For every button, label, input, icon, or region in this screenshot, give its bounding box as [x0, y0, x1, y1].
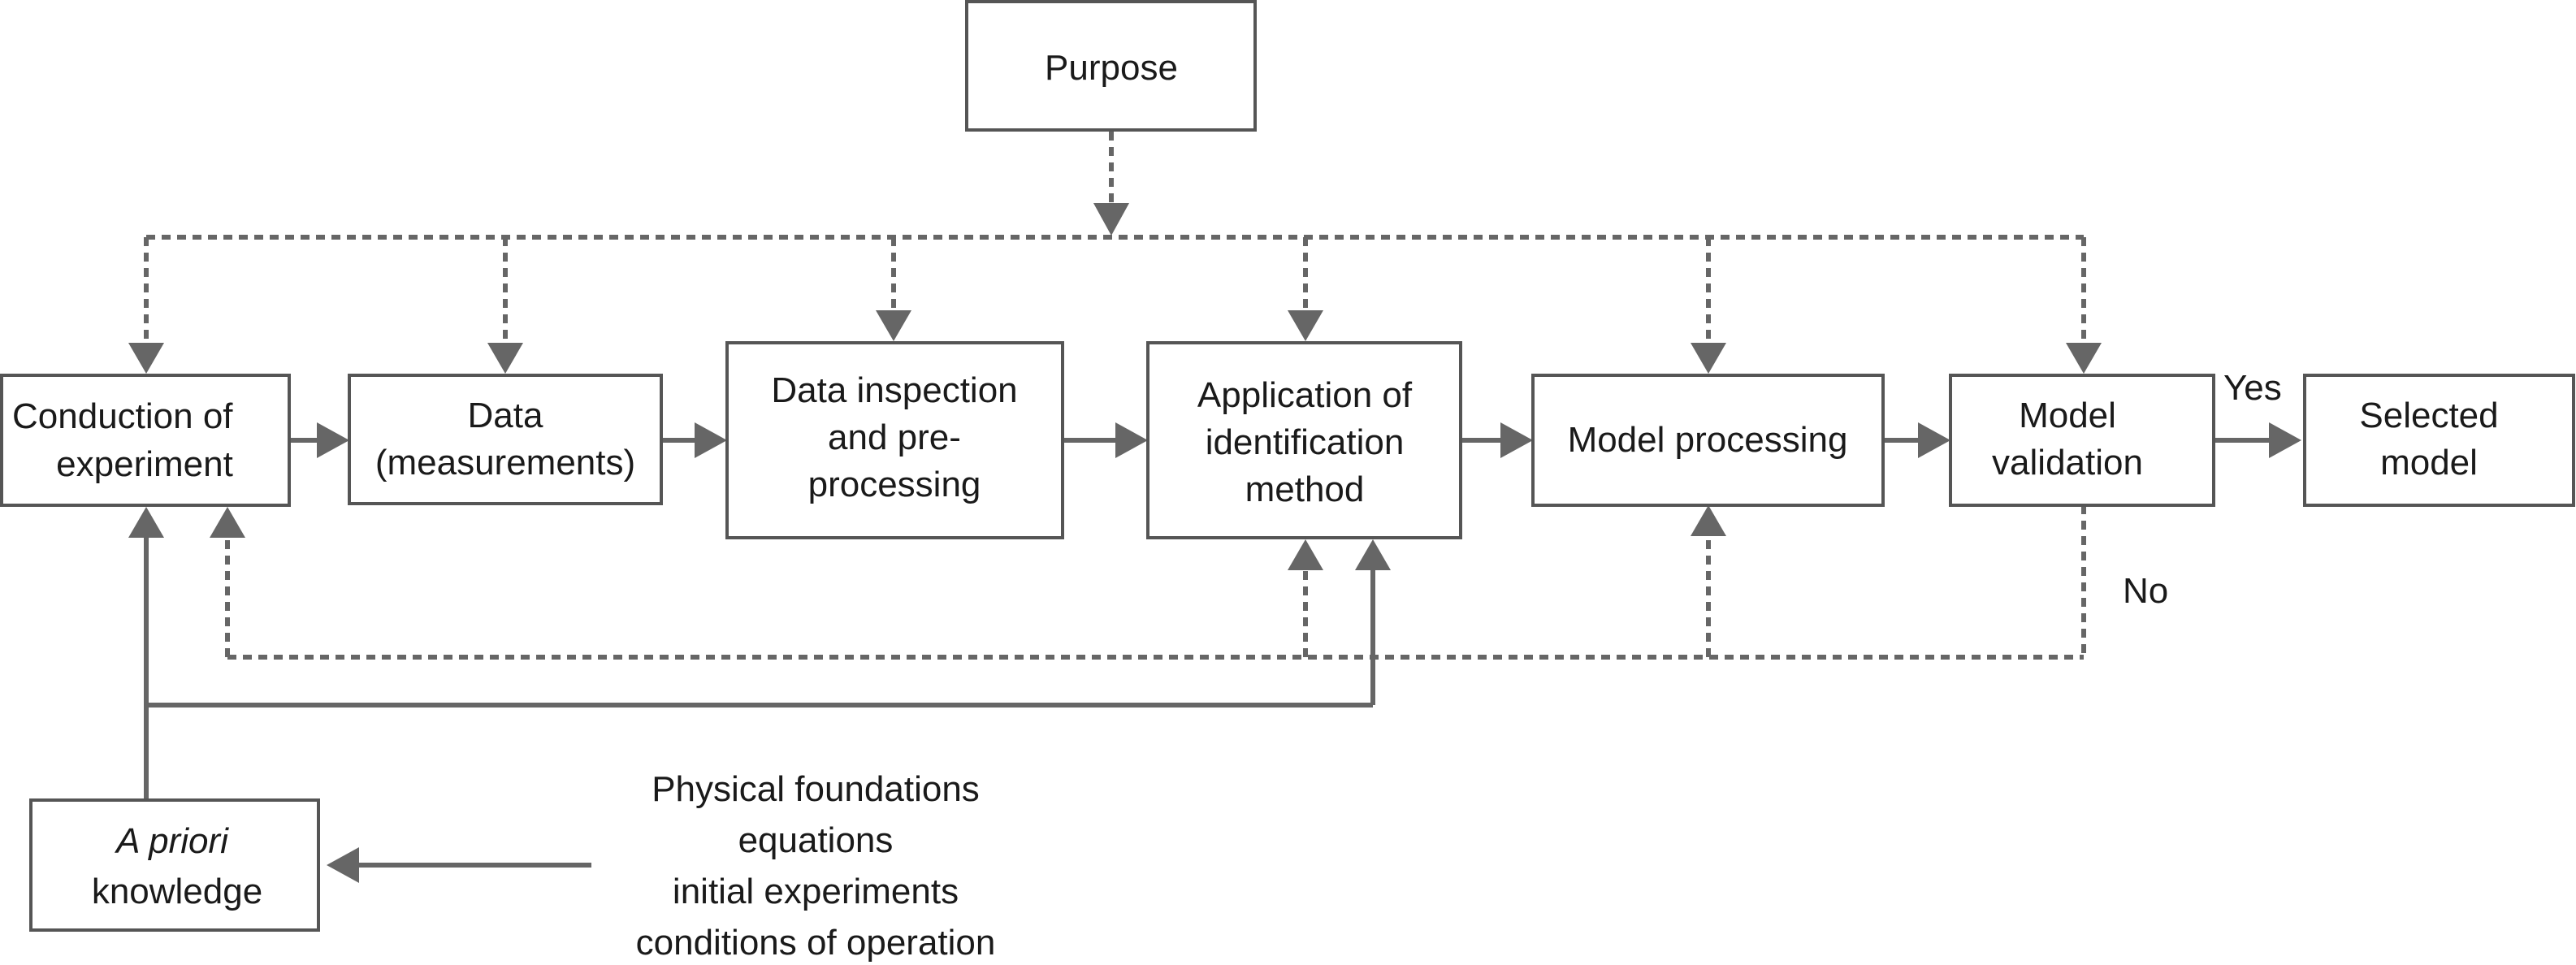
inspection-label-line2: and pre-: [828, 418, 961, 457]
no-label: No: [2123, 571, 2168, 611]
model-processing-label: Model processing: [1568, 420, 1848, 460]
knowledge-source-item: initial experiments: [673, 872, 959, 911]
purpose-connectors: [128, 132, 2102, 374]
purpose-label: Purpose: [1045, 48, 1178, 88]
selected-label-line2: model: [2380, 443, 2478, 482]
inspection-label-line3: processing: [808, 465, 981, 504]
feedback-loop-no: [210, 505, 2086, 660]
model-processing-box: Model processing: [1531, 374, 1885, 507]
a-priori-label-line1: A priori: [114, 821, 229, 861]
data-label-line2: (measurements): [375, 443, 635, 482]
data-label-line1: Data: [468, 396, 543, 435]
validation-label-line1: Model: [2019, 396, 2116, 435]
knowledge-sources-list: Physical foundations equations initial e…: [636, 769, 996, 963]
main-flow-arrows: [289, 422, 2301, 458]
knowledge-source-item: equations: [738, 820, 894, 860]
conduction-label-line1: Conduction of: [12, 396, 233, 436]
yes-label: Yes: [2223, 368, 2282, 408]
a-priori-knowledge-box: A priori knowledge: [29, 798, 320, 932]
application-identification-box: Application of identification method: [1146, 341, 1462, 539]
application-label-line2: identification: [1206, 422, 1405, 462]
selected-label-line1: Selected: [2359, 396, 2498, 435]
data-measurements-box: Data (measurements): [348, 374, 663, 505]
knowledge-source-item: conditions of operation: [636, 923, 996, 963]
a-priori-connectors: [128, 507, 1391, 883]
knowledge-source-item: Physical foundations: [652, 769, 980, 809]
model-validation-box: Model validation: [1949, 374, 2215, 507]
inspection-label-line1: Data inspection: [771, 370, 1017, 410]
validation-label-line2: validation: [1992, 443, 2143, 482]
application-label-line3: method: [1245, 470, 1365, 509]
selected-model-box: Selected model: [2303, 374, 2575, 507]
application-label-line1: Application of: [1197, 375, 1413, 415]
conduction-label-line2: experiment: [56, 444, 233, 484]
a-priori-label-line2: knowledge: [92, 872, 262, 911]
conduction-of-experiment-box: Conduction of experiment: [0, 374, 291, 507]
purpose-box: Purpose: [965, 0, 1257, 132]
data-inspection-box: Data inspection and pre- processing: [725, 341, 1064, 539]
